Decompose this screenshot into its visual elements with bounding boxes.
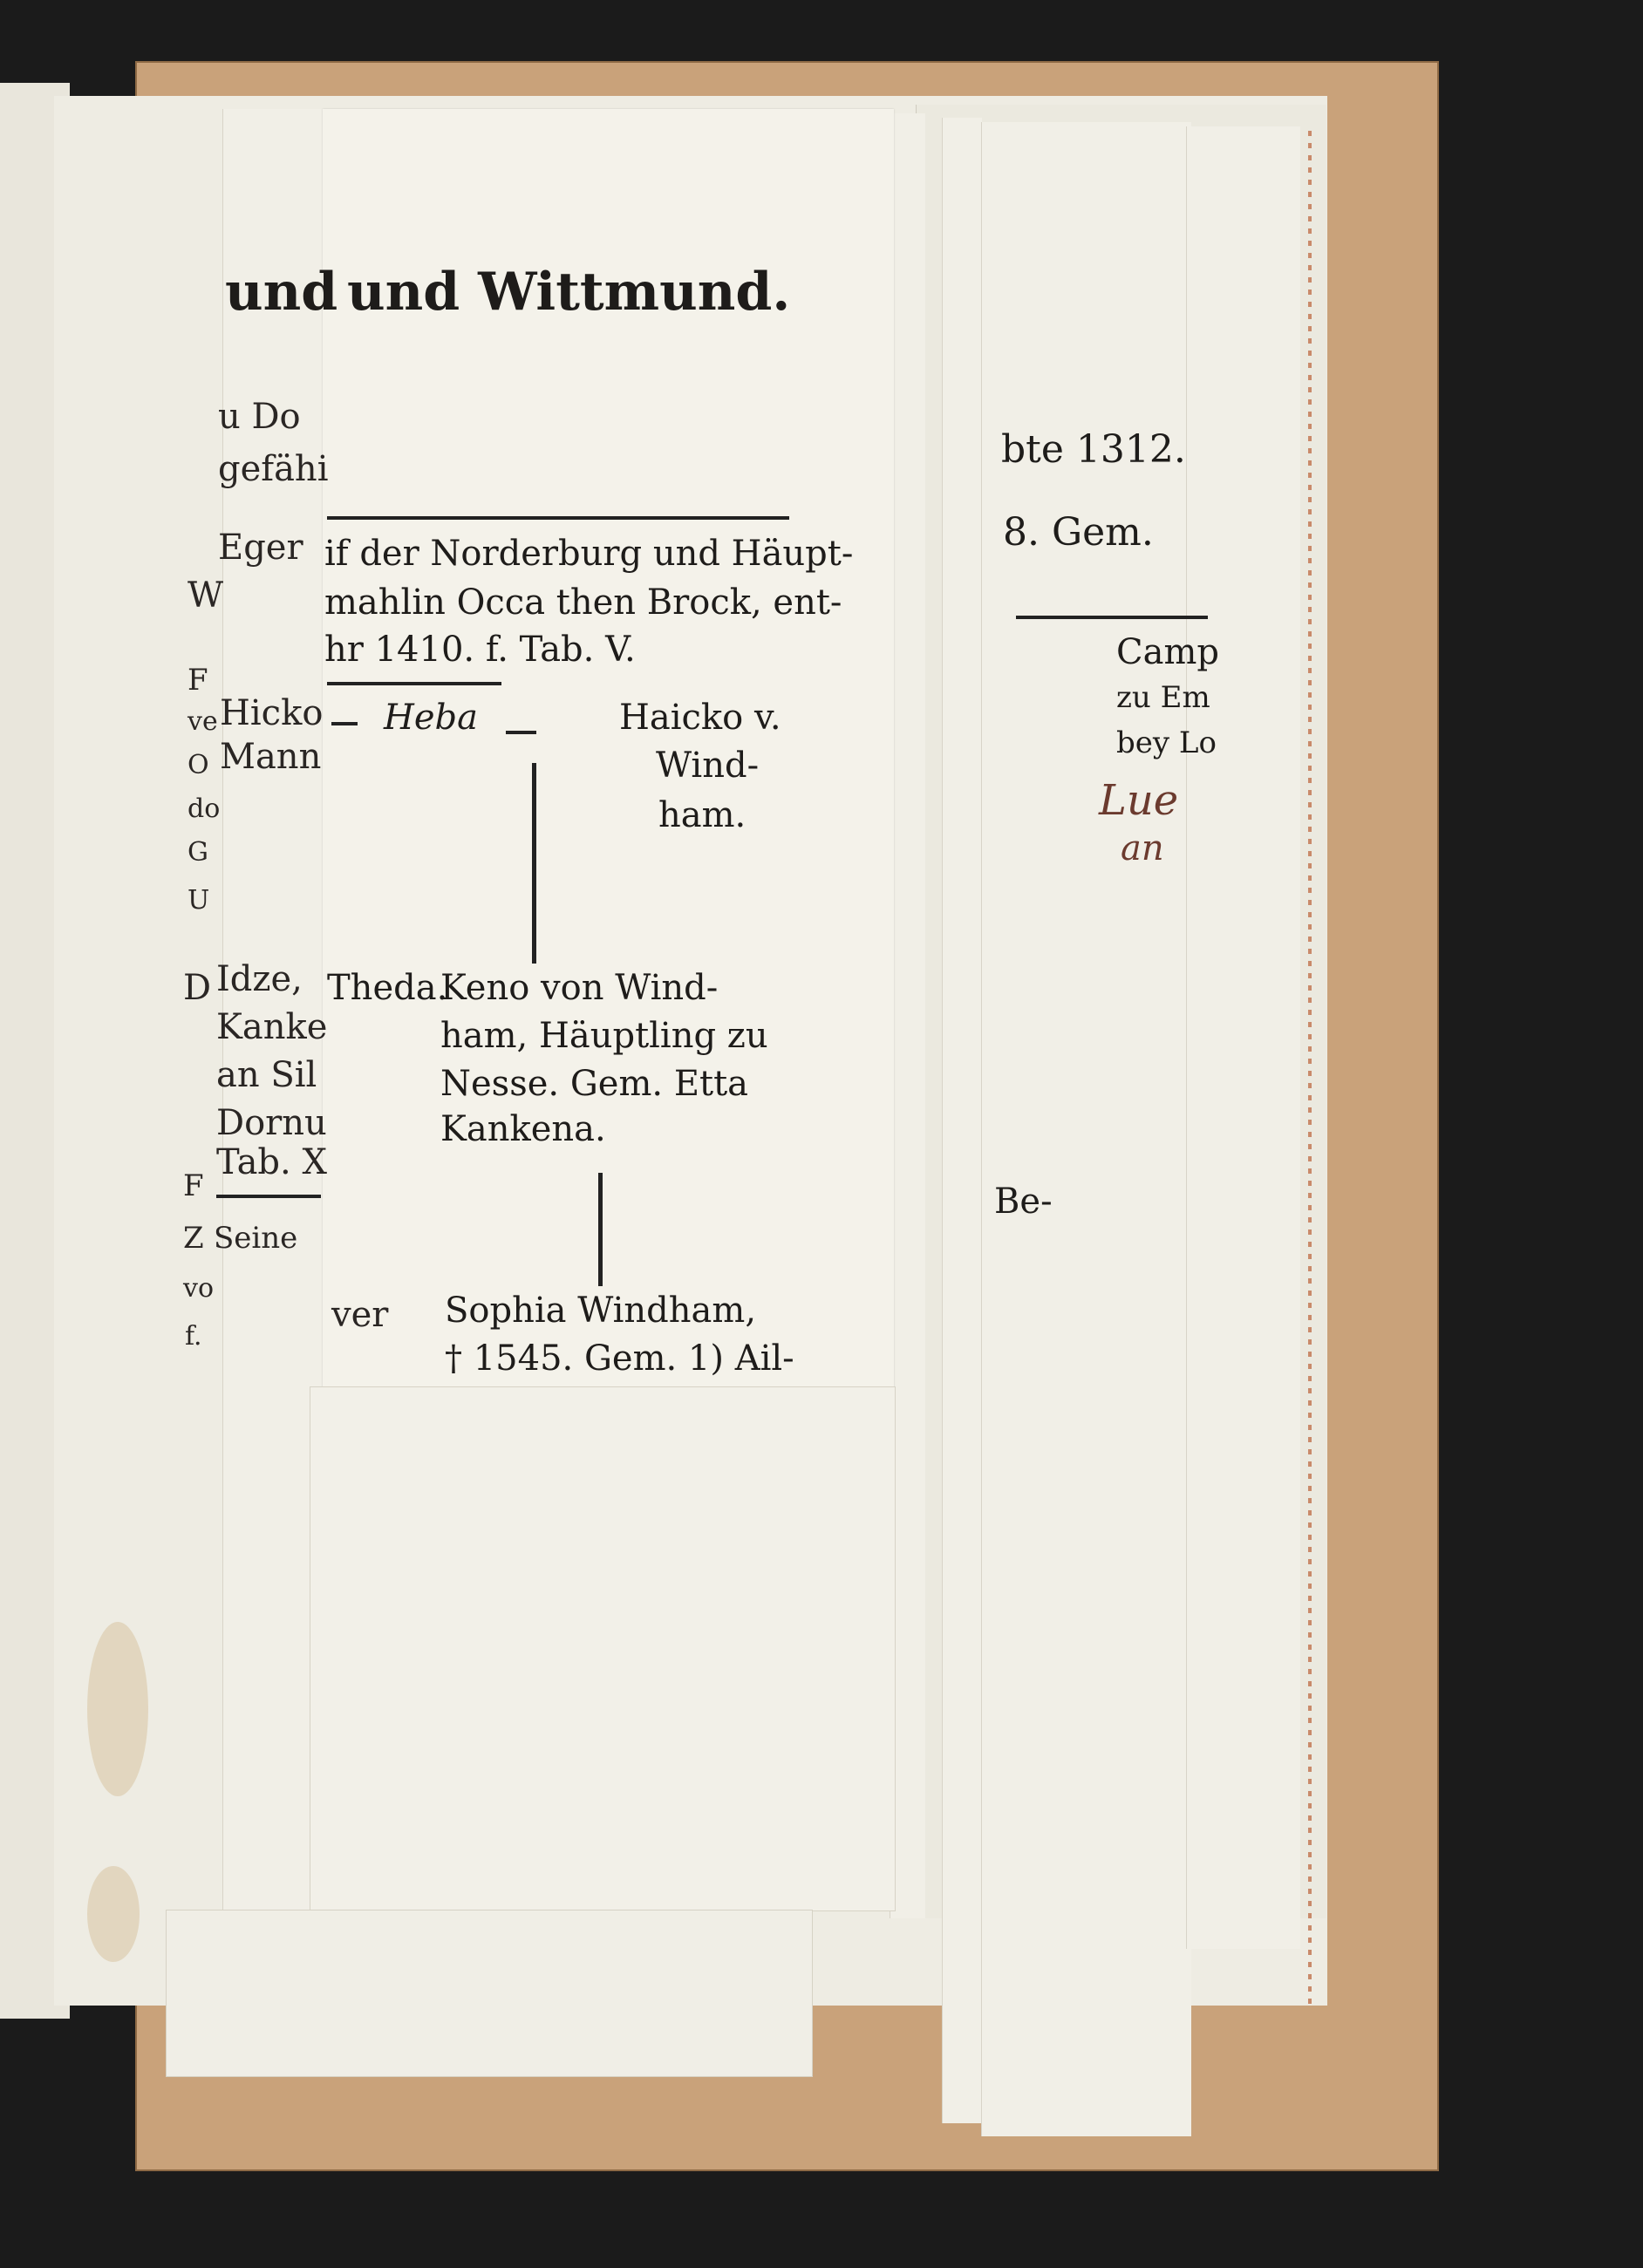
right-rule [1016, 616, 1208, 619]
edge-letter: F [183, 1168, 204, 1203]
edge-letter: do [187, 793, 221, 824]
text-line: if der Norderburg und Häupt- [324, 534, 854, 574]
blank-strip [166, 1910, 813, 2077]
edge-letter: U [187, 885, 210, 916]
folded-strip [981, 122, 1191, 2136]
rule [216, 1195, 321, 1198]
left-fragment: Tab. X [216, 1142, 327, 1182]
folded-strip [942, 118, 982, 2123]
right-fragment: Be- [994, 1182, 1053, 1222]
tree-name-haicko: Haicko v. [619, 698, 781, 738]
dash [331, 722, 358, 725]
left-fragment: gefähi [218, 449, 329, 489]
text-line: hr 1410. f. Tab. V. [324, 630, 636, 670]
right-fragment: zu Em [1116, 680, 1210, 715]
edge-letter: f. [185, 1321, 202, 1352]
tree-name-heba: Heba [384, 698, 479, 738]
edge-letter: D [183, 968, 212, 1008]
heading-fragment: und [225, 262, 338, 323]
page-heading: und Wittmund. [347, 262, 791, 323]
right-fragment: bey Lo [1116, 725, 1217, 760]
left-fragment: Idze, [216, 959, 303, 999]
edge-letter: O [187, 750, 209, 780]
tree-name-haicko: Wind- [656, 746, 760, 786]
top-rule [327, 516, 789, 520]
edge-letter: ve [187, 706, 218, 737]
gem-fragment: 8. Gem. [1003, 510, 1154, 555]
tree-name-keno: Kankena. [440, 1109, 606, 1149]
text-line: mahlin Occa then Brock, ent- [324, 582, 842, 623]
edge-letter: vo [183, 1273, 215, 1304]
folded-strip [1186, 126, 1300, 1949]
tree-connector [598, 1173, 603, 1286]
tree-name-sophia: Sophia Windham, [445, 1291, 757, 1331]
stain [87, 1622, 148, 1796]
pasted-genealogy-slip [323, 109, 894, 1391]
tree-connector [532, 763, 536, 964]
tree-name-theda: Theda. [327, 968, 448, 1008]
edge-letter: F [187, 663, 208, 698]
edge-letter: Z [183, 1221, 204, 1256]
stain [87, 1866, 140, 1962]
edge-letter: G [187, 837, 208, 868]
edge-letter: W [187, 576, 224, 616]
right-fragment: Camp [1116, 632, 1219, 672]
tree-name-keno: Nesse. Gem. Etta [440, 1064, 749, 1104]
left-fragment: Dornu [216, 1103, 327, 1143]
dash [506, 731, 536, 734]
tree-name-sophia: † 1545. Gem. 1) Ail- [445, 1338, 794, 1379]
left-fragment: u Do [218, 397, 301, 437]
left-fragment: ver [331, 1295, 389, 1335]
left-fragment: Mann [220, 737, 322, 777]
left-fragment: Seine [214, 1221, 298, 1256]
tree-name-keno: Keno von Wind- [440, 968, 719, 1008]
handwritten-note: Lue [1099, 776, 1179, 825]
handwritten-note: an [1121, 828, 1164, 868]
year-fragment: bte 1312. [1001, 427, 1186, 472]
red-page-edge [1308, 131, 1312, 2006]
left-fragment: Hicko [220, 693, 324, 733]
bracket-rule [327, 682, 501, 685]
tree-name-haicko: ham. [658, 795, 747, 835]
blank-slip [310, 1386, 896, 1911]
left-fragment: Eger [218, 528, 303, 568]
left-fragment: Kanke [216, 1007, 328, 1047]
tree-name-keno: ham, Häuptling zu [440, 1016, 768, 1056]
left-fragment: an Sil [216, 1055, 317, 1095]
